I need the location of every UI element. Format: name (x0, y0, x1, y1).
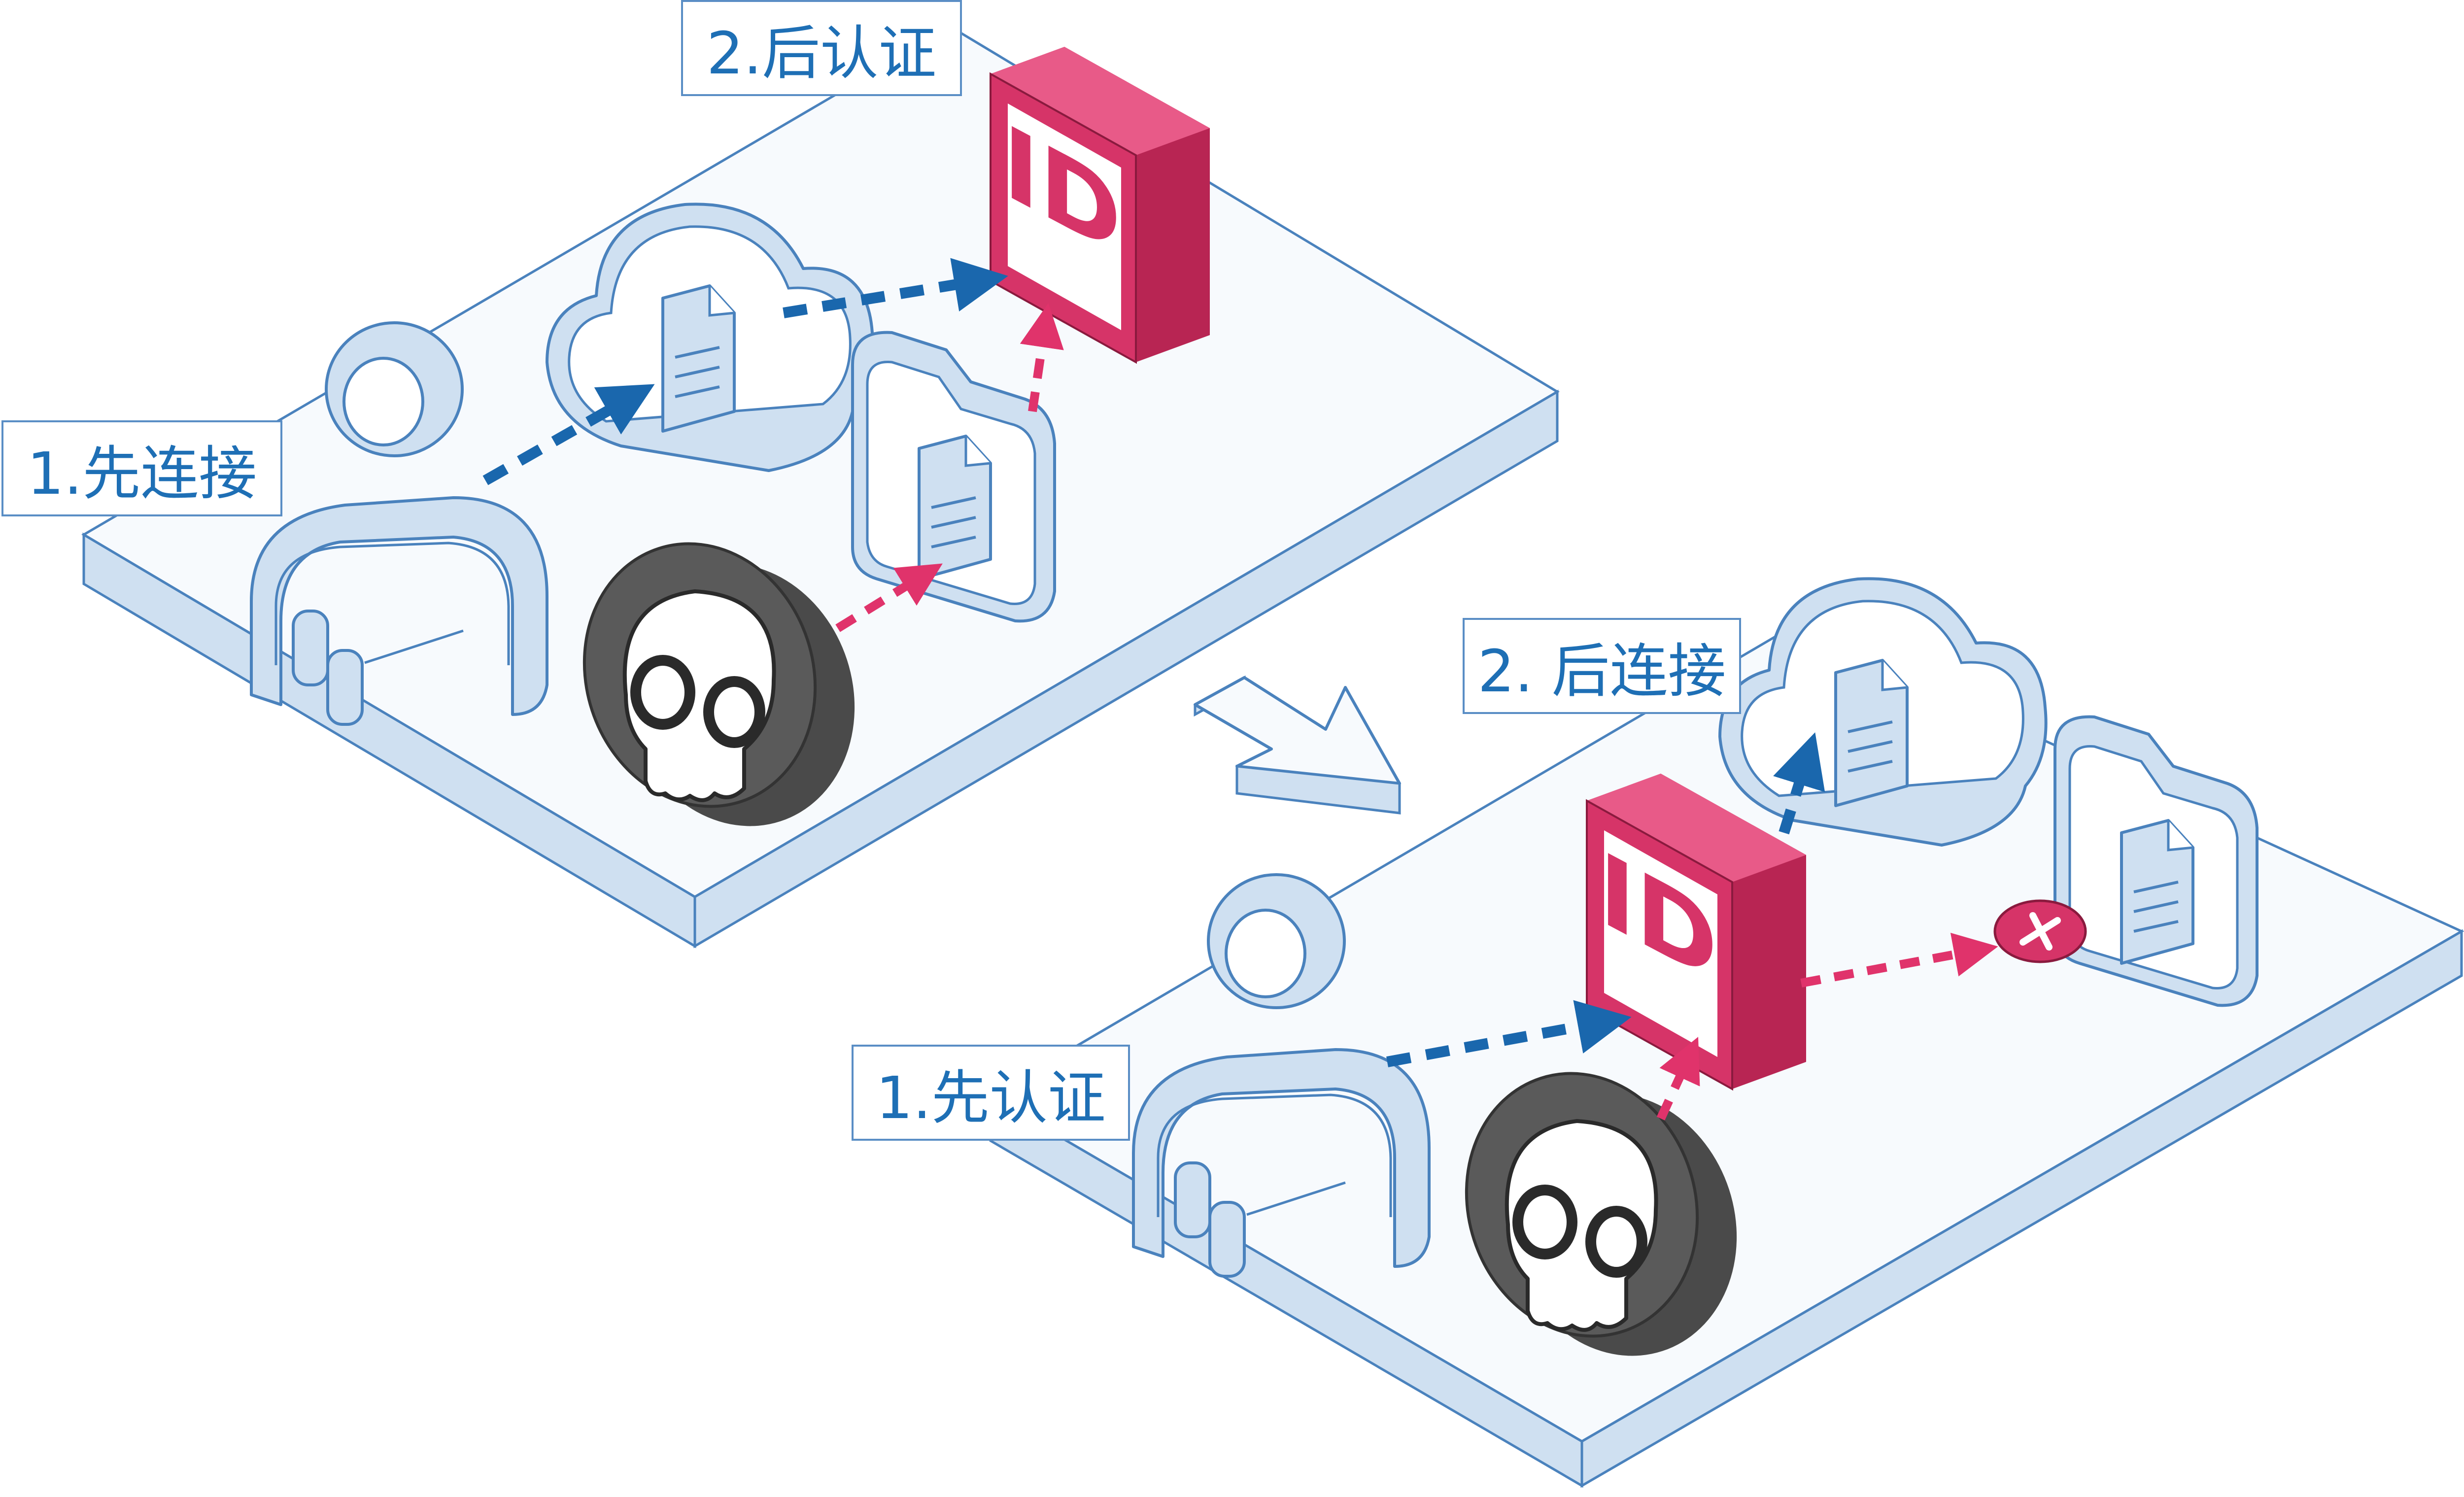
arrow-folder-to-id (1020, 303, 1064, 412)
label-bottom-step1: 1.先认证 (852, 1045, 1130, 1141)
transition-arrow-icon (1194, 675, 1401, 815)
folder-document-icon (2055, 717, 2257, 1006)
label-top-step2: 2.后认证 (681, 0, 962, 96)
platform-top (81, 26, 1560, 949)
arrow-id-to-blocked (1800, 932, 1998, 987)
arrow-id-to-cloud (1773, 732, 1825, 835)
label-top-step1: 1.先连接 (1, 420, 282, 516)
arrow-cloud-to-id (783, 258, 1008, 318)
arrow-skull-to-folder (835, 563, 943, 632)
block-x-icon (1993, 899, 2087, 963)
label-bottom-step2: 2. 后连接 (1463, 618, 1741, 714)
cloud-document-icon (1720, 578, 2046, 845)
arrow-skull-to-id (1656, 1037, 1700, 1121)
arrow-user-to-cloud (482, 384, 655, 485)
